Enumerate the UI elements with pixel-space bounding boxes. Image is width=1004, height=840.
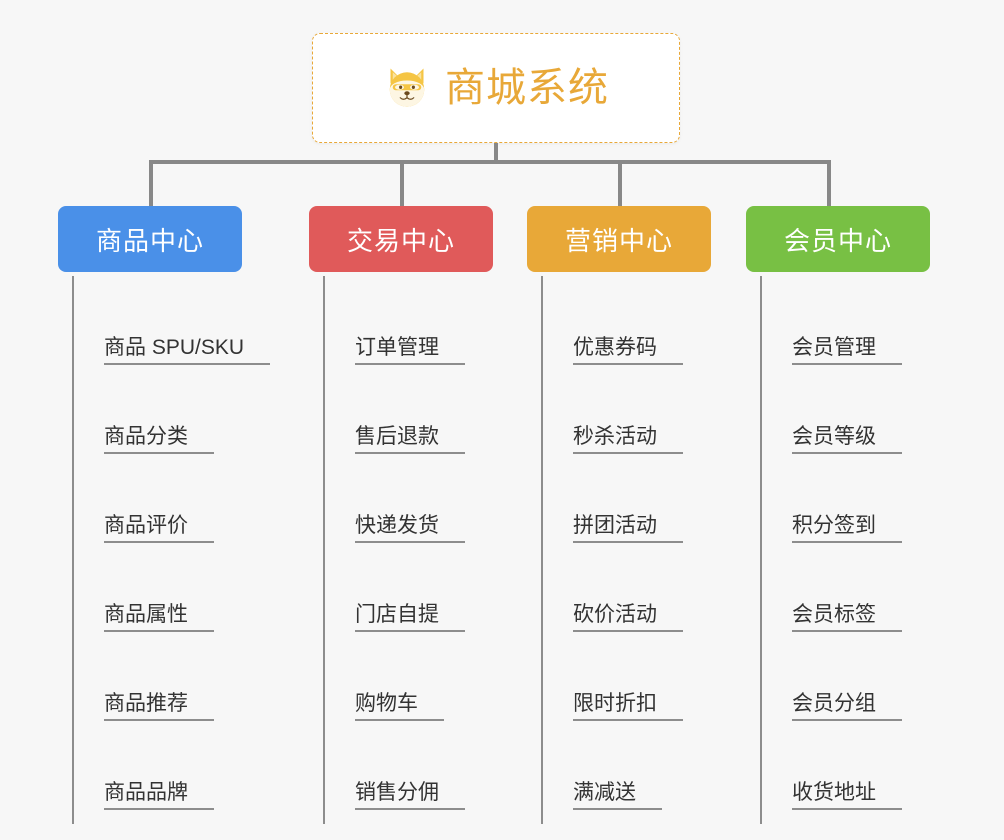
leaf-label: 快递发货 xyxy=(355,514,465,543)
category-title: 营销中心 xyxy=(564,225,673,256)
column-spine xyxy=(72,276,74,824)
connector-drop-2 xyxy=(400,160,404,206)
leaf-label: 积分签到 xyxy=(792,514,902,543)
column-spine xyxy=(323,276,325,824)
leaf-label: 优惠券码 xyxy=(573,336,683,365)
list-item[interactable]: 会员标签 xyxy=(760,543,990,632)
connector-drop-1 xyxy=(149,160,153,206)
list-item[interactable]: 商品评价 xyxy=(72,454,302,543)
leaf-label: 商品 SPU/SKU xyxy=(104,336,271,365)
list-item[interactable]: 售后退款 xyxy=(323,365,553,454)
column-spine xyxy=(760,276,762,824)
list-item[interactable]: 会员分组 xyxy=(760,632,990,721)
leaf-column-trade-center: 订单管理 售后退款 快递发货 门店自提 购物车 销售分佣 xyxy=(323,276,553,824)
list-item[interactable]: 积分签到 xyxy=(760,454,990,543)
leaf-label: 商品推荐 xyxy=(104,692,214,721)
column-spine xyxy=(541,276,543,824)
leaf-label: 满减送 xyxy=(573,781,662,810)
leaf-label: 会员分组 xyxy=(792,692,902,721)
connector-horizontal-bus xyxy=(150,160,830,164)
list-item[interactable]: 门店自提 xyxy=(323,543,553,632)
leaf-label: 限时折扣 xyxy=(573,692,683,721)
leaf-label: 收货地址 xyxy=(792,781,902,810)
connector-drop-4 xyxy=(827,160,831,206)
category-box-product-center[interactable]: 商品中心 xyxy=(58,206,242,272)
leaf-label: 秒杀活动 xyxy=(573,425,683,454)
leaf-label: 订单管理 xyxy=(355,336,465,365)
root-node[interactable]: 商城系统 xyxy=(312,33,680,143)
leaf-label: 商品属性 xyxy=(104,603,214,632)
list-item[interactable]: 商品品牌 xyxy=(72,721,302,810)
list-item[interactable]: 商品属性 xyxy=(72,543,302,632)
list-item[interactable]: 优惠券码 xyxy=(541,276,771,365)
category-box-trade-center[interactable]: 交易中心 xyxy=(309,206,493,272)
connector-root-stem xyxy=(494,143,498,163)
list-item[interactable]: 秒杀活动 xyxy=(541,365,771,454)
list-item[interactable]: 购物车 xyxy=(323,632,553,721)
leaf-column-marketing-center: 优惠券码 秒杀活动 拼团活动 砍价活动 限时折扣 满减送 xyxy=(541,276,771,824)
category-title: 会员中心 xyxy=(783,225,892,256)
list-item[interactable]: 限时折扣 xyxy=(541,632,771,721)
list-item[interactable]: 收货地址 xyxy=(760,721,990,810)
leaf-label: 购物车 xyxy=(355,692,444,721)
leaf-label: 会员标签 xyxy=(792,603,902,632)
leaf-column-product-center: 商品 SPU/SKU 商品分类 商品评价 商品属性 商品推荐 商品品牌 xyxy=(72,276,302,824)
list-item[interactable]: 商品推荐 xyxy=(72,632,302,721)
list-item[interactable]: 满减送 xyxy=(541,721,771,810)
list-item[interactable]: 会员等级 xyxy=(760,365,990,454)
connector-drop-3 xyxy=(618,160,622,206)
leaf-column-member-center: 会员管理 会员等级 积分签到 会员标签 会员分组 收货地址 xyxy=(760,276,990,824)
category-title: 商品中心 xyxy=(95,225,204,256)
list-item[interactable]: 商品 SPU/SKU xyxy=(72,276,302,365)
leaf-label: 砍价活动 xyxy=(573,603,683,632)
shiba-dog-face-icon xyxy=(389,68,425,107)
list-item[interactable]: 砍价活动 xyxy=(541,543,771,632)
list-item[interactable]: 销售分佣 xyxy=(323,721,553,810)
list-item[interactable]: 会员管理 xyxy=(760,276,990,365)
leaf-label: 会员管理 xyxy=(792,336,902,365)
list-item[interactable]: 订单管理 xyxy=(323,276,553,365)
root-title: 商城系统 xyxy=(445,66,609,110)
leaf-label: 商品评价 xyxy=(104,514,214,543)
category-box-member-center[interactable]: 会员中心 xyxy=(746,206,930,272)
list-item[interactable]: 商品分类 xyxy=(72,365,302,454)
leaf-label: 门店自提 xyxy=(355,603,465,632)
list-item[interactable]: 拼团活动 xyxy=(541,454,771,543)
leaf-label: 拼团活动 xyxy=(573,514,683,543)
leaf-label: 售后退款 xyxy=(355,425,465,454)
leaf-label: 会员等级 xyxy=(792,425,902,454)
list-item[interactable]: 快递发货 xyxy=(323,454,553,543)
leaf-label: 销售分佣 xyxy=(355,781,465,810)
category-box-marketing-center[interactable]: 营销中心 xyxy=(527,206,711,272)
leaf-label: 商品分类 xyxy=(104,425,214,454)
leaf-label: 商品品牌 xyxy=(104,781,214,810)
category-title: 交易中心 xyxy=(346,225,455,256)
root-node-content: 商城系统 xyxy=(383,64,609,112)
